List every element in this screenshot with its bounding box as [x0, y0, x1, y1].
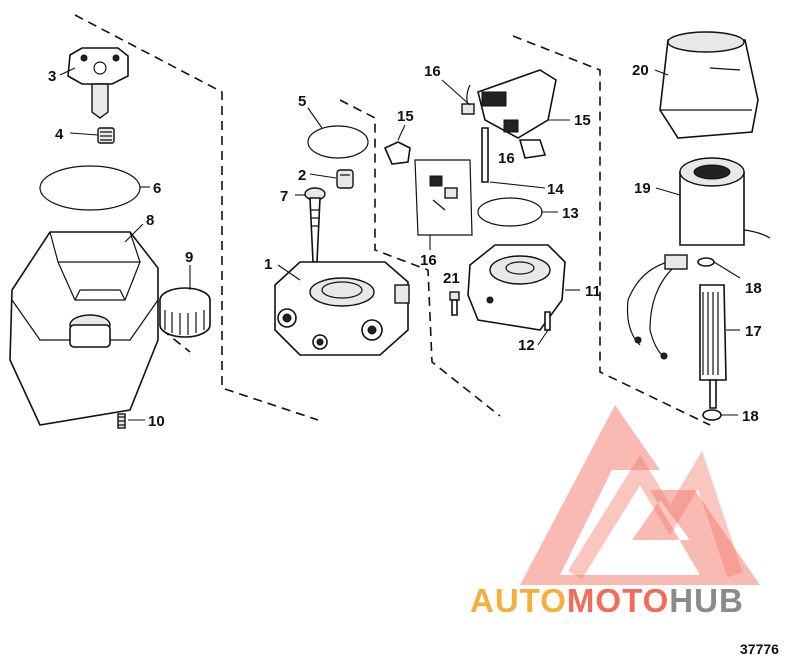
watermark-moto: MOTO: [567, 582, 669, 619]
o-ring-part-5: [307, 125, 369, 159]
callout-14: 14: [547, 181, 564, 198]
callout-1: 1: [264, 256, 272, 273]
check-valve-part-2: [336, 169, 354, 189]
screw-part-12: [544, 311, 551, 331]
figure-number: 37776: [740, 641, 779, 657]
brush-holder-part-16-top: [461, 69, 557, 159]
callout-13: 13: [562, 205, 579, 222]
callout-12: 12: [518, 337, 535, 354]
callout-6: 6: [153, 180, 161, 197]
filter-part: [97, 127, 115, 144]
screw-part-21: [449, 291, 460, 316]
leader-lines: [59, 67, 741, 421]
manual-release-valve-part-7: [304, 187, 326, 263]
screw-part-10: [117, 413, 126, 429]
callout-9: 9: [185, 249, 193, 266]
watermark-wordmark: AUTOMOTOHUB: [470, 582, 744, 619]
callout-18-bottom: 18: [742, 408, 759, 425]
callout-20: 20: [632, 62, 649, 79]
watermark-triangle: [520, 405, 760, 585]
o-ring-part-13: [477, 197, 543, 227]
pump-cover-part: [67, 47, 129, 119]
callout-4: 4: [55, 126, 64, 143]
armature-part-17: [699, 284, 727, 409]
callout-16-mid: 16: [498, 150, 515, 167]
callout-11: 11: [585, 283, 601, 300]
callout-3: 3: [48, 68, 56, 85]
callout-15-clip: 15: [397, 108, 414, 125]
callout-7: 7: [280, 188, 288, 205]
callout-19: 19: [634, 180, 651, 197]
callout-18-top: 18: [745, 280, 762, 297]
reservoir-part: [9, 231, 159, 426]
watermark-auto: AUTO: [470, 582, 567, 619]
assembly-dashed-lines: [74, 14, 711, 426]
o-ring-large-part: [39, 165, 141, 211]
callout-16-bottom: 16: [420, 252, 437, 269]
svg-text:AUTOMOTOHUB: AUTOMOTOHUB: [470, 582, 744, 619]
callout-16-top: 16: [424, 63, 441, 80]
through-bolt-part-14: [481, 127, 489, 183]
callout-5: 5: [298, 93, 306, 110]
brush-spring-part-16-left: [414, 159, 473, 236]
thrust-washer-part-18-bottom: [702, 409, 722, 421]
field-frame-part-19: [626, 157, 771, 360]
callout-labels: 3 4 6 8 9 10 5 2 7 1 15 16 16 15 14 13 1…: [48, 62, 762, 430]
callout-15-holder: 15: [574, 112, 591, 129]
watermark-logo: [520, 405, 760, 585]
wire-clip-part-15: [383, 141, 411, 165]
motor-cover-part-20: [659, 31, 759, 139]
watermark-m-mark: [568, 450, 743, 580]
fill-cap-part: [159, 287, 211, 338]
callout-17: 17: [745, 323, 762, 340]
callout-21: 21: [443, 270, 460, 287]
callout-10: 10: [148, 413, 165, 430]
watermark-hub: HUB: [669, 582, 744, 619]
end-cap-part-11: [467, 244, 566, 331]
manifold-body-part-1: [274, 261, 410, 356]
thrust-washer-part-18-top: [697, 257, 715, 267]
callout-8: 8: [146, 212, 154, 229]
callout-2: 2: [298, 167, 306, 184]
